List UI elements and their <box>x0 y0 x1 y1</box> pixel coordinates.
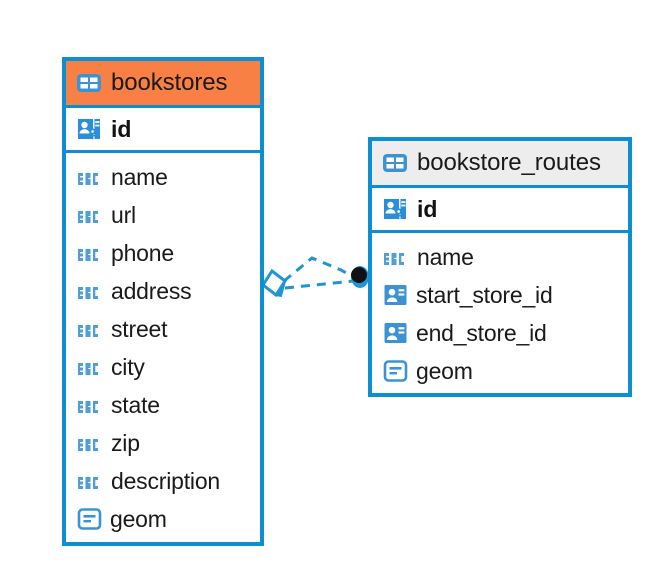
field-label-phone: phone <box>111 239 174 266</box>
abc-text-icon <box>77 205 103 225</box>
foreign-key-icon <box>383 321 408 345</box>
table-name-label: bookstore_routes <box>417 149 601 176</box>
field-row-primary-key[interactable]: id <box>372 188 628 233</box>
field-label-end-store-id: end_store_id <box>416 319 547 346</box>
abc-text-icon <box>383 247 409 267</box>
field-row-geom[interactable]: geom <box>372 352 628 390</box>
field-row-name[interactable]: name <box>66 158 260 196</box>
field-row-zip[interactable]: zip <box>66 424 260 462</box>
table-bookstores[interactable]: bookstores id <box>62 57 264 546</box>
field-row-start-store-id[interactable]: start_store_id <box>372 276 628 314</box>
field-row-url[interactable]: url <box>66 196 260 234</box>
field-label-description: description <box>111 467 221 494</box>
field-row-city[interactable]: city <box>66 348 260 386</box>
field-label-geom: geom <box>416 357 473 384</box>
field-label-zip: zip <box>111 429 140 456</box>
field-row-street[interactable]: street <box>66 310 260 348</box>
geometry-icon <box>383 359 408 383</box>
table-header-bookstore-routes[interactable]: bookstore_routes <box>372 141 628 188</box>
abc-text-icon <box>77 395 103 415</box>
field-row-end-store-id[interactable]: end_store_id <box>372 314 628 352</box>
field-row-geom[interactable]: geom <box>66 500 260 538</box>
table-bookstore-routes[interactable]: bookstore_routes id <box>368 137 632 397</box>
geometry-icon <box>77 507 102 531</box>
field-label-street: street <box>111 315 168 342</box>
table-header-bookstores[interactable]: bookstores <box>66 61 260 108</box>
filled-circle-marker <box>351 266 369 288</box>
primary-key-icon <box>382 196 408 222</box>
field-label-address: address <box>111 277 192 304</box>
field-row-state[interactable]: state <box>66 386 260 424</box>
abc-text-icon <box>77 319 103 339</box>
field-label-id: id <box>111 115 132 142</box>
abc-text-icon <box>77 357 103 377</box>
field-row-description[interactable]: description <box>66 462 260 500</box>
field-label-name: name <box>417 243 474 270</box>
field-label-start-store-id: start_store_id <box>416 281 553 308</box>
field-label-city: city <box>111 353 145 380</box>
table-icon <box>382 152 408 174</box>
field-label-state: state <box>111 391 160 418</box>
diamond-marker <box>260 268 288 298</box>
field-label-id: id <box>417 195 438 222</box>
foreign-key-icon <box>383 283 408 307</box>
table-icon <box>76 72 102 94</box>
field-row-phone[interactable]: phone <box>66 234 260 272</box>
relationship-line-lower <box>284 279 355 290</box>
abc-text-icon <box>77 471 103 491</box>
abc-text-icon <box>77 433 103 453</box>
field-row-name[interactable]: name <box>372 238 628 276</box>
field-label-name: name <box>111 163 168 190</box>
field-label-url: url <box>111 201 136 228</box>
field-list-bookstores: name url <box>66 153 260 544</box>
primary-key-icon <box>76 116 102 142</box>
table-name-label: bookstores <box>111 69 228 96</box>
field-list-bookstore-routes: name start_store_id <box>372 233 628 396</box>
relationship-line-upper <box>283 256 356 283</box>
abc-text-icon <box>77 167 103 187</box>
field-row-primary-key[interactable]: id <box>66 108 260 153</box>
abc-text-icon <box>77 281 103 301</box>
field-row-address[interactable]: address <box>66 272 260 310</box>
abc-text-icon <box>77 243 103 263</box>
field-label-geom: geom <box>110 505 167 532</box>
